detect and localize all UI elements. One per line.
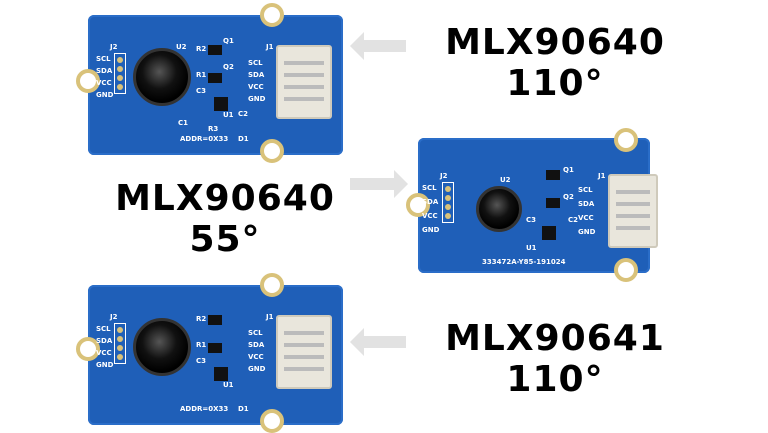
pin-label: SCL [248, 329, 263, 337]
model-name: MLX90640 [445, 22, 665, 63]
pin-label: SDA [248, 341, 265, 349]
chip-u1 [214, 367, 228, 381]
silk-addr: ADDR=0X33 [180, 135, 229, 143]
silk-q1: Q1 [223, 37, 234, 45]
silk-u1: U1 [223, 111, 234, 119]
pin-label: GND [422, 226, 440, 234]
silk-q1: Q1 [563, 166, 574, 174]
mount-hole [614, 258, 638, 282]
pin-label: VCC [422, 212, 438, 220]
silk-u1: U1 [526, 244, 537, 252]
silk-j1: J1 [266, 313, 274, 321]
transistor-q2 [546, 198, 560, 208]
arrow-left-icon [350, 32, 406, 60]
pin-label: SDA [248, 71, 265, 79]
silk-q2: Q2 [563, 193, 574, 201]
label-1: MLX90640 110° [410, 22, 700, 104]
mount-hole [260, 139, 284, 163]
thermal-lens [133, 48, 191, 106]
silk-r2: R2 [196, 315, 207, 323]
mount-hole [614, 128, 638, 152]
pin-label: VCC [96, 349, 112, 357]
silk-r1: R1 [196, 341, 207, 349]
silk-j2: J2 [110, 43, 118, 51]
fov: 55° [189, 219, 261, 260]
pin-label: GND [96, 91, 114, 99]
silk-c3: C3 [196, 87, 207, 95]
pin-label: GND [248, 365, 266, 373]
silk-c2: C2 [238, 110, 249, 118]
header-j2 [114, 323, 126, 364]
mount-hole [260, 273, 284, 297]
silk-u2: U2 [500, 176, 511, 184]
silk-serial: 333472A-Y85-191024 [482, 258, 566, 266]
silk-j1: J1 [598, 172, 606, 180]
pin-label: SDA [578, 200, 595, 208]
header-j2 [442, 182, 454, 223]
mount-hole [260, 3, 284, 27]
pin-label: SCL [96, 325, 111, 333]
header-j2 [114, 53, 126, 94]
mount-hole [406, 193, 430, 217]
silk-j1: J1 [266, 43, 274, 51]
grove-connector-j1 [608, 174, 658, 248]
thermal-lens [133, 318, 191, 376]
grove-connector-j1 [276, 315, 332, 389]
sensor-board-mlx90640-110: J2 SCL SDA VCC GND U2 R2 Q1 Q2 R1 C3 U1 … [76, 3, 343, 163]
pin-label: VCC [248, 353, 264, 361]
silk-c3: C3 [526, 216, 537, 224]
silk-u1: U1 [223, 381, 234, 389]
chip-u1 [214, 97, 228, 111]
silk-c1: C1 [178, 119, 189, 127]
pin-label: GND [578, 228, 596, 236]
silk-addr: ADDR=0X33 [180, 405, 229, 413]
sensor-board-mlx90640-55: J2 SCL SDA VCC GND U2 Q1 Q2 C3 U1 C2 333… [406, 128, 658, 282]
sensor-board-mlx90641-110: J2 SCL SDA VCC GND R2 R1 C3 U1 ADDR=0X33… [76, 273, 343, 433]
pin-label: GND [96, 361, 114, 369]
pin-label: SDA [422, 198, 439, 206]
pin-label: SCL [248, 59, 263, 67]
mount-hole [76, 69, 100, 93]
transistor-q1 [546, 170, 560, 180]
mount-hole [76, 337, 100, 361]
label-3: MLX90641 110° [410, 318, 700, 400]
pin-label: SDA [96, 337, 113, 345]
silk-j2: J2 [440, 172, 448, 180]
model-name: MLX90641 [445, 318, 665, 359]
pin-label: GND [248, 95, 266, 103]
silk-d1: D1 [238, 135, 249, 143]
arrow-right-icon [350, 170, 408, 198]
pin-label: SCL [96, 55, 111, 63]
pin-label: SCL [422, 184, 437, 192]
transistor-q1 [208, 45, 222, 55]
pin-label: VCC [96, 79, 112, 87]
pin-label: SCL [578, 186, 593, 194]
silk-r1: R1 [196, 71, 207, 79]
silk-d1: D1 [238, 405, 249, 413]
silk-j2: J2 [110, 313, 118, 321]
transistor-q2 [208, 73, 222, 83]
silk-u2: U2 [176, 43, 187, 51]
silk-c2: C2 [568, 216, 579, 224]
pin-label: VCC [578, 214, 594, 222]
pin-label: SDA [96, 67, 113, 75]
pin-label: VCC [248, 83, 264, 91]
mount-hole [260, 409, 284, 433]
grove-connector-j1 [276, 45, 332, 119]
transistor-q2 [208, 343, 222, 353]
transistor-q1 [208, 315, 222, 325]
model-name: MLX90640 [115, 178, 335, 219]
silk-c3: C3 [196, 357, 207, 365]
arrow-left-icon [350, 328, 406, 356]
thermal-lens [476, 186, 522, 232]
label-2: MLX90640 55° [90, 178, 360, 260]
silk-r3: R3 [208, 125, 219, 133]
silk-r2: R2 [196, 45, 207, 53]
silk-q2: Q2 [223, 63, 234, 71]
fov: 110° [506, 63, 604, 104]
fov: 110° [506, 359, 604, 400]
chip-u1 [542, 226, 556, 240]
